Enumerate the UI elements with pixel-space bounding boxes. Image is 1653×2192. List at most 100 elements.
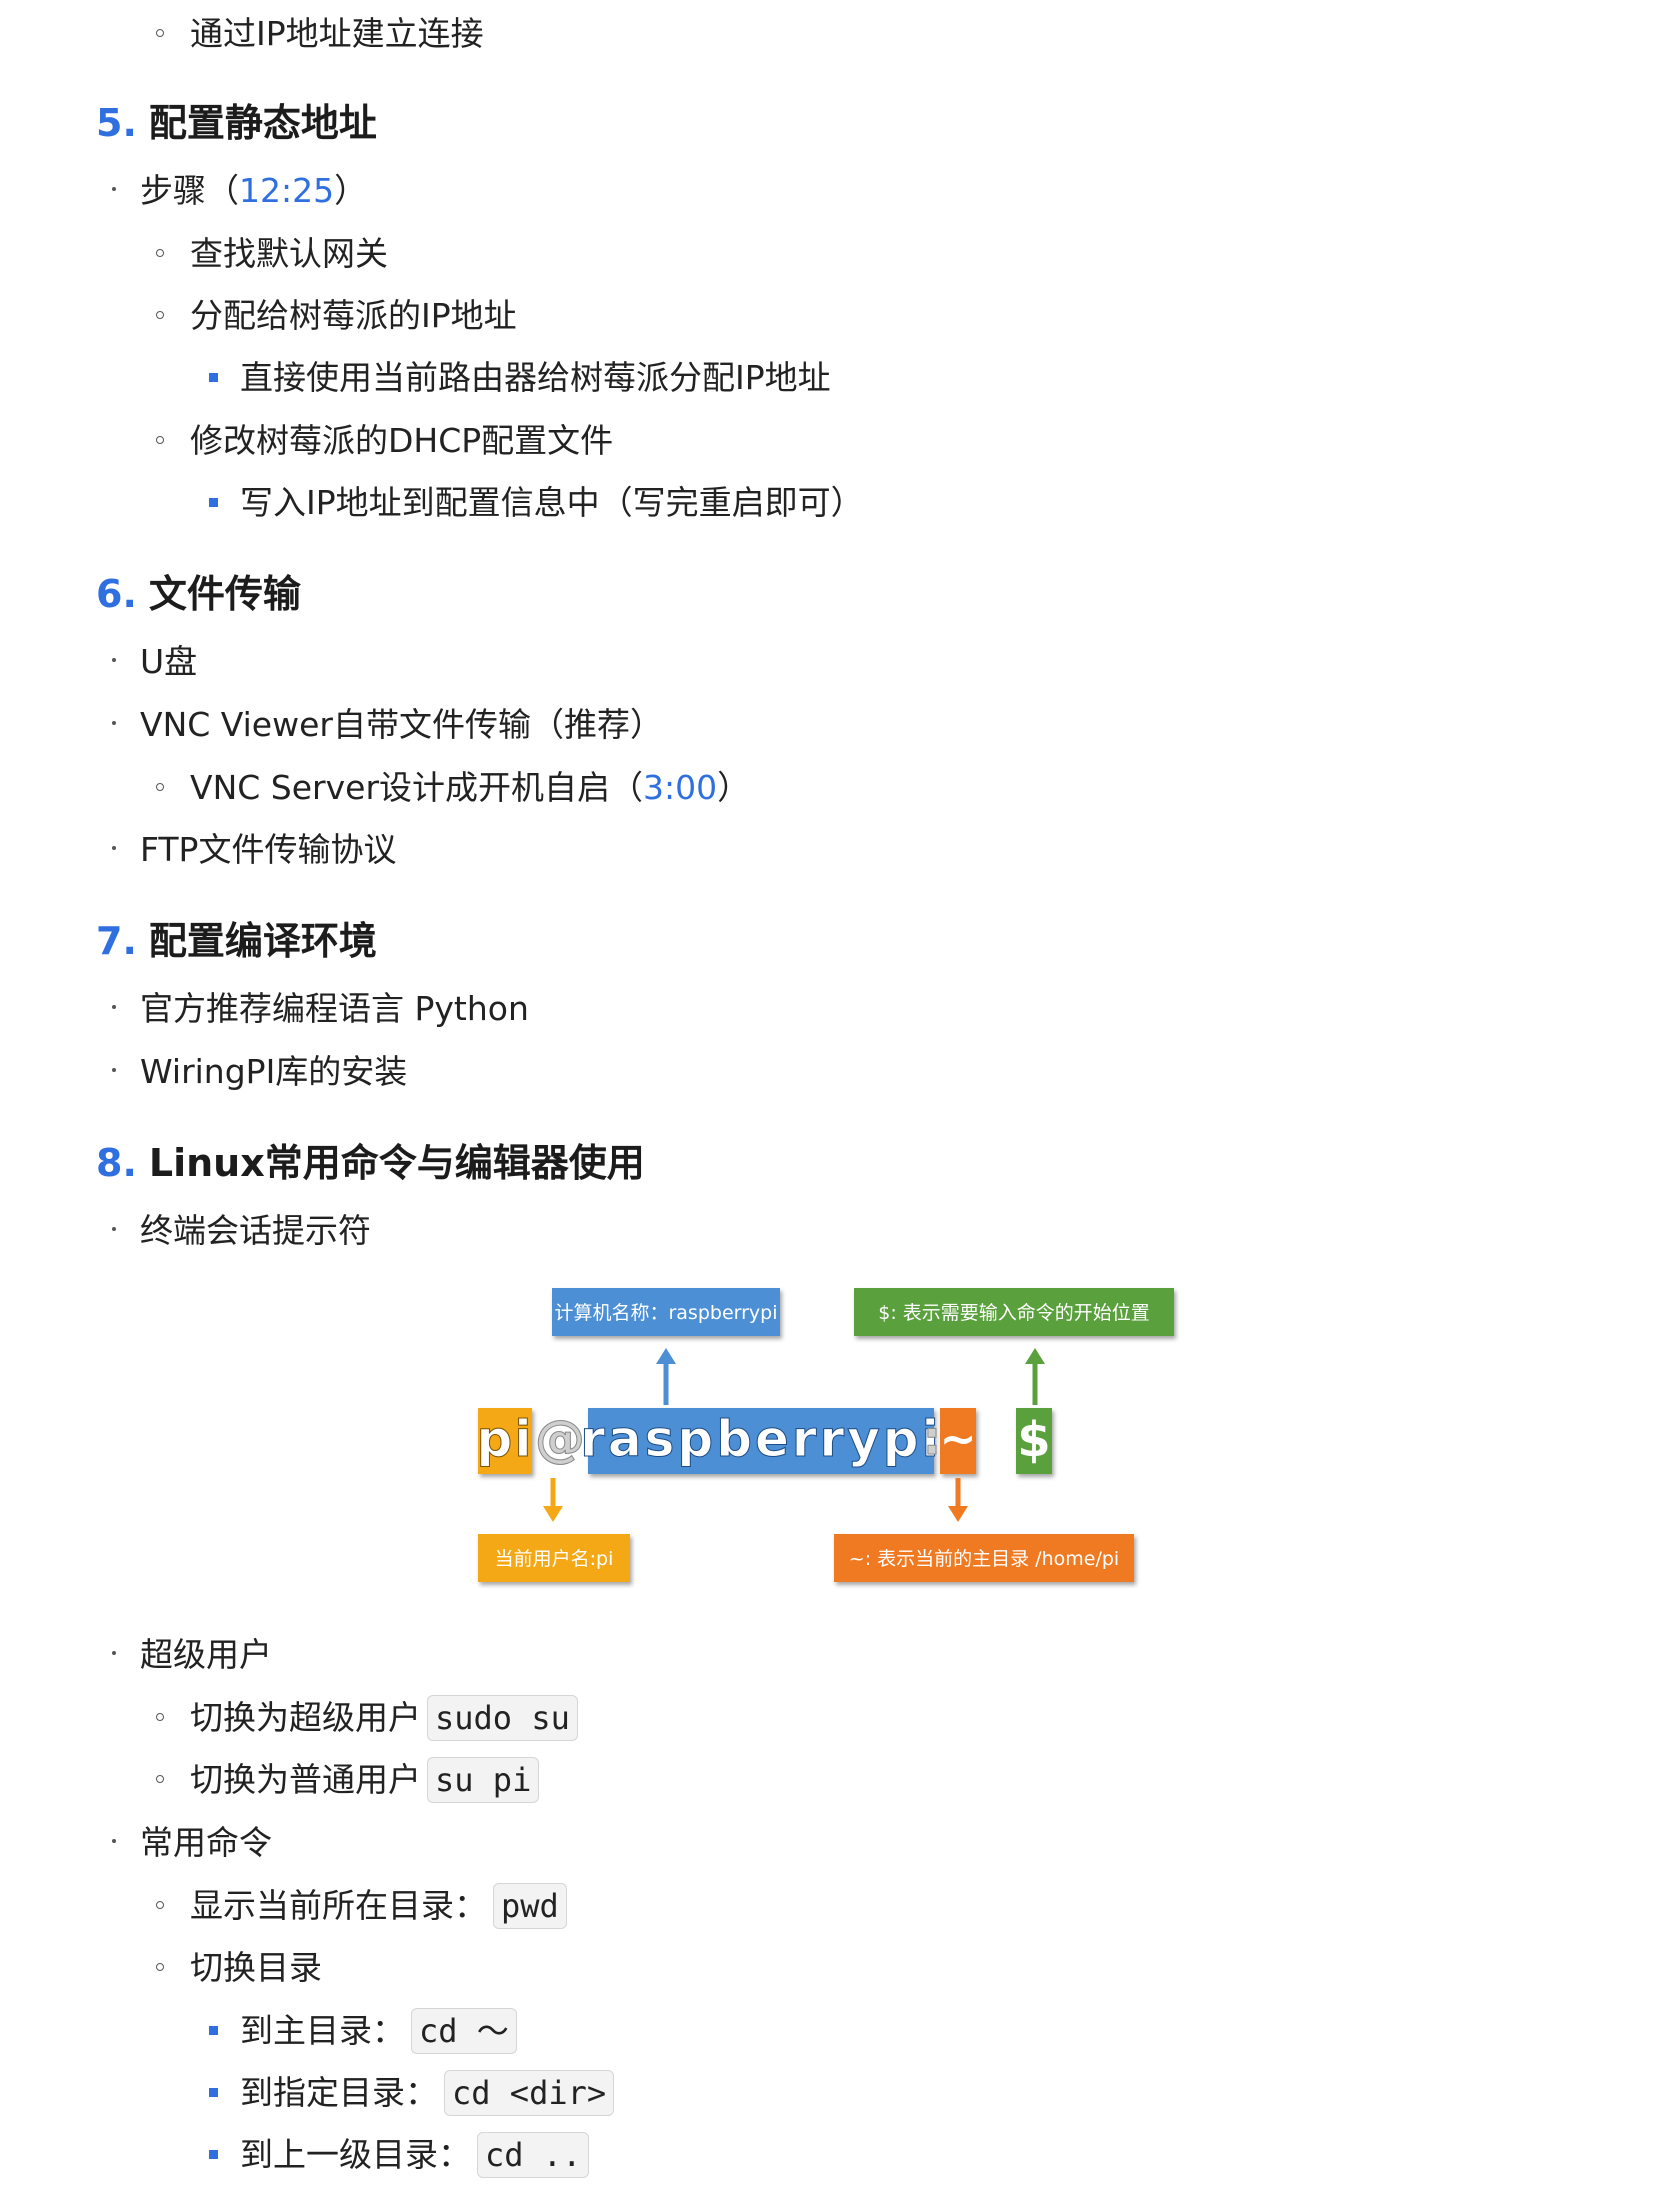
list-item: 常用命令 [112, 1826, 272, 1859]
list-item: 分配给树莓派的IP地址 [156, 296, 517, 335]
heading-number: 5. [96, 101, 137, 145]
item-text: 超级用户 [140, 1635, 272, 1674]
item-text: 查找默认网关 [190, 234, 388, 273]
list-item: VNC Server设计成开机自启（3:00） [156, 768, 751, 807]
heading-number: 6. [96, 572, 137, 616]
item-text: 通过IP地址建立连接 [190, 14, 484, 53]
list-item: VNC Viewer自带文件传输（推荐） [112, 705, 663, 744]
svg-text:pi: pi [477, 1410, 534, 1468]
prompt-tilde: ~ [940, 1408, 976, 1474]
dot-bullet-icon [112, 1005, 116, 1009]
terminal-prompt-diagram: 计算机名称：raspberrypi $: 表示需要输入命令的开始位置 pi @ [470, 1270, 1190, 1610]
heading-title: 配置静态地址 [148, 101, 377, 145]
circle-bullet-icon [156, 1963, 164, 1971]
list-item: 到上一级目录：cd .. [209, 2132, 590, 2178]
square-bullet-icon [209, 2026, 218, 2035]
inline-code: pwd [493, 1883, 567, 1929]
svg-text:$: $ [1017, 1412, 1050, 1468]
label-host: 计算机名称：raspberrypi [552, 1288, 780, 1336]
item-text: 写入IP地址到配置信息中（写完重启即可） [240, 483, 864, 522]
timestamp-link[interactable]: 12:25 [239, 171, 335, 210]
arrow-up-icon [1025, 1348, 1045, 1405]
list-item: 官方推荐编程语言 Python [112, 992, 529, 1025]
item-text: 分配给树莓派的IP地址 [190, 296, 517, 335]
item-text: 到主目录： [240, 2011, 405, 2050]
item-text: U盘 [140, 642, 198, 681]
item-text: FTP文件传输协议 [140, 830, 397, 869]
list-item: 超级用户 [112, 1635, 272, 1674]
section-heading-6: 6.文件传输 [96, 575, 301, 613]
label-tilde: ~: 表示当前的主目录 /home/pi [834, 1534, 1134, 1582]
item-text: 切换目录 [190, 1948, 322, 1987]
list-item: 切换目录 [156, 1948, 322, 1987]
section-heading-8: 8.Linux常用命令与编辑器使用 [96, 1144, 645, 1182]
list-item: FTP文件传输协议 [112, 830, 397, 869]
item-text: 显示当前所在目录： [190, 1886, 487, 1925]
list-item: 到主目录：cd ～ [209, 2008, 517, 2054]
inline-code: cd .. [477, 2132, 590, 2178]
circle-bullet-icon [156, 1713, 164, 1721]
list-item: 显示当前所在目录：pwd [156, 1883, 567, 1929]
list-item: 通过IP地址建立连接 [156, 14, 484, 53]
circle-bullet-icon [156, 783, 164, 791]
item-text: 切换为超级用户 [190, 1698, 421, 1737]
svg-text:计算机名称：raspberrypi: 计算机名称：raspberrypi [554, 1302, 777, 1324]
list-item: 直接使用当前路由器给树莓派分配IP地址 [209, 361, 831, 394]
item-text: ） [717, 768, 751, 807]
dot-bullet-icon [112, 1227, 116, 1231]
list-item: 到指定目录：cd <dir> [209, 2070, 615, 2116]
list-item: WiringPI库的安装 [112, 1052, 408, 1091]
arrow-up-icon [656, 1348, 676, 1405]
circle-bullet-icon [156, 311, 164, 319]
label-user: 当前用户名:pi [478, 1534, 630, 1582]
dot-bullet-icon [112, 658, 116, 662]
svg-text:raspberrypi: raspberrypi [580, 1410, 942, 1468]
dot-bullet-icon [112, 187, 116, 191]
prompt-user: pi [476, 1408, 534, 1474]
item-text: 到指定目录： [240, 2073, 438, 2112]
item-text: 切换为普通用户 [190, 1760, 421, 1799]
arrow-down-icon [543, 1478, 563, 1522]
svg-text:当前用户名:pi: 当前用户名:pi [495, 1548, 614, 1570]
list-item: 写入IP地址到配置信息中（写完重启即可） [209, 483, 864, 522]
list-item: 终端会话提示符 [112, 1211, 371, 1250]
square-bullet-icon [209, 2088, 218, 2097]
prompt-at: @ [535, 1410, 585, 1468]
circle-bullet-icon [156, 249, 164, 257]
dot-bullet-icon [112, 721, 116, 725]
inline-code: cd ～ [411, 2008, 517, 2054]
prompt-host: raspberrypi [580, 1408, 942, 1474]
dot-bullet-icon [112, 1651, 116, 1655]
prompt-colon: : [923, 1411, 941, 1465]
circle-bullet-icon [156, 1901, 164, 1909]
label-dollar: $: 表示需要输入命令的开始位置 [854, 1288, 1174, 1336]
item-text: VNC Viewer自带文件传输（推荐） [140, 705, 663, 744]
heading-number: 7. [96, 919, 137, 963]
square-bullet-icon [209, 2150, 218, 2159]
section-heading-7: 7.配置编译环境 [96, 922, 377, 960]
timestamp-link[interactable]: 3:00 [643, 768, 718, 807]
list-item: 查找默认网关 [156, 234, 388, 273]
item-text: 到上一级目录： [240, 2135, 471, 2174]
dot-bullet-icon [112, 1839, 116, 1843]
circle-bullet-icon [156, 29, 164, 37]
square-bullet-icon [209, 498, 218, 507]
item-text: 修改树莓派的DHCP配置文件 [190, 421, 614, 460]
list-item: U盘 [112, 642, 198, 681]
heading-title: 文件传输 [148, 572, 301, 616]
heading-number: 8. [96, 1141, 137, 1185]
circle-bullet-icon [156, 436, 164, 444]
heading-title: Linux常用命令与编辑器使用 [148, 1141, 645, 1185]
item-text: 终端会话提示符 [140, 1211, 371, 1250]
item-text: VNC Server设计成开机自启（ [190, 768, 644, 807]
dot-bullet-icon [112, 846, 116, 850]
inline-code: cd <dir> [444, 2070, 615, 2116]
list-item: 修改树莓派的DHCP配置文件 [156, 421, 614, 460]
inline-code: sudo su [427, 1695, 578, 1741]
arrow-down-icon [948, 1478, 968, 1522]
item-text: WiringPI库的安装 [140, 1052, 408, 1091]
item-text: 步骤（ [140, 171, 239, 210]
